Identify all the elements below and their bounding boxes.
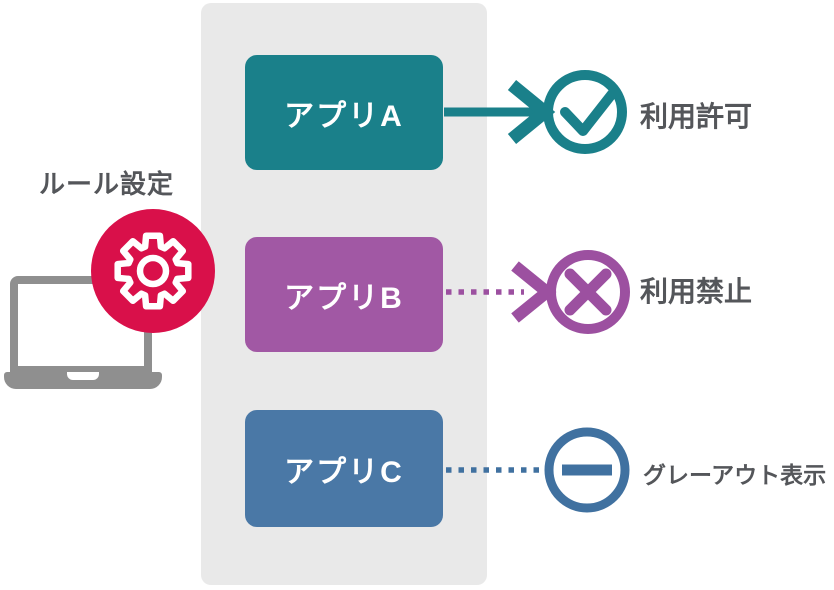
app-box-b-label: アプリB bbox=[284, 281, 404, 315]
app-box-c-label: アプリC bbox=[284, 455, 404, 489]
cross-icon-stroke1 bbox=[564, 268, 612, 316]
arrowhead-a bbox=[507, 79, 556, 145]
arrowhead-b bbox=[511, 261, 557, 323]
app-box-c: アプリC bbox=[245, 410, 443, 527]
laptop-base bbox=[4, 372, 162, 389]
app-box-a: アプリA bbox=[245, 55, 443, 170]
check-icon bbox=[560, 89, 617, 136]
check-circle-icon bbox=[543, 70, 627, 154]
laptop-icon bbox=[10, 276, 152, 374]
app-box-b: アプリB bbox=[245, 237, 443, 352]
app-box-a-label: アプリA bbox=[284, 99, 404, 133]
minus-circle-icon bbox=[544, 427, 630, 513]
status-label-a: 利用許可 bbox=[640, 101, 753, 132]
laptop-notch bbox=[67, 372, 99, 380]
cross-icon-stroke2 bbox=[564, 268, 612, 316]
cross-circle-icon bbox=[546, 250, 630, 334]
control-label: ルール設定 bbox=[39, 169, 175, 199]
status-label-c: グレーアウト表示 bbox=[643, 462, 827, 488]
status-label-b: 利用禁止 bbox=[640, 276, 753, 307]
